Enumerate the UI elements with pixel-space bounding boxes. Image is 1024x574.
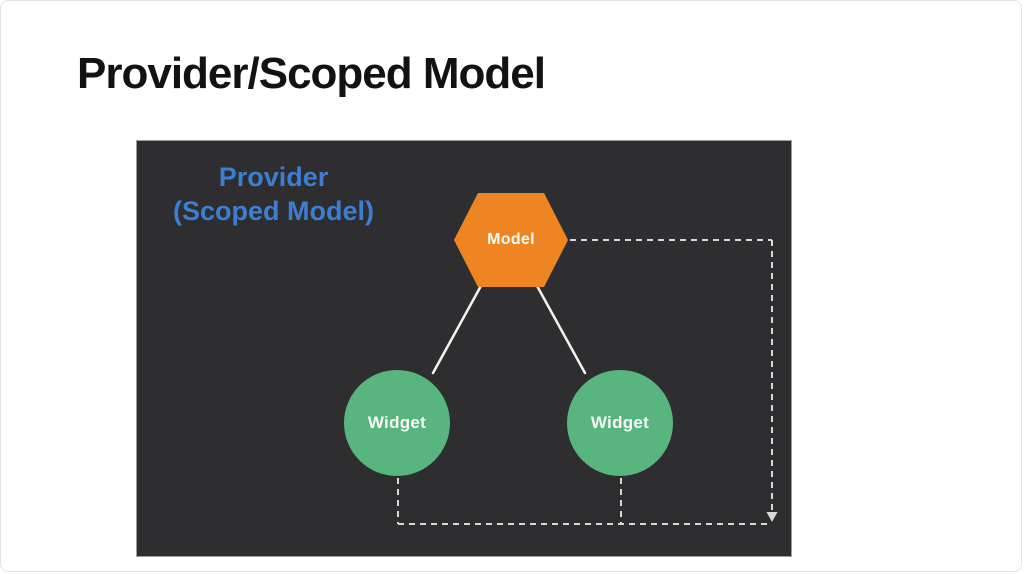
connector-lines — [397, 239, 778, 525]
widget-node-left: Widget — [344, 370, 450, 476]
widget-node-right: Widget — [567, 370, 673, 476]
model-node: Model — [454, 193, 568, 287]
provider-label-line2: (Scoped Model) — [173, 196, 374, 226]
widget-node-left-label: Widget — [367, 413, 427, 432]
model-to-left-widget-line — [431, 282, 484, 375]
slide-title: Provider/Scoped Model — [77, 49, 546, 98]
model-node-label: Model — [487, 231, 535, 248]
provider-architecture-diagram: Provider (Scoped Model) Model Widget Wid… — [136, 140, 792, 557]
provider-label-line1: Provider — [218, 162, 329, 192]
dashed-arrowhead-icon — [766, 512, 778, 522]
widget-node-right-label: Widget — [590, 413, 650, 432]
provider-label: Provider (Scoped Model) — [166, 160, 381, 228]
model-to-right-widget-line — [534, 282, 587, 375]
